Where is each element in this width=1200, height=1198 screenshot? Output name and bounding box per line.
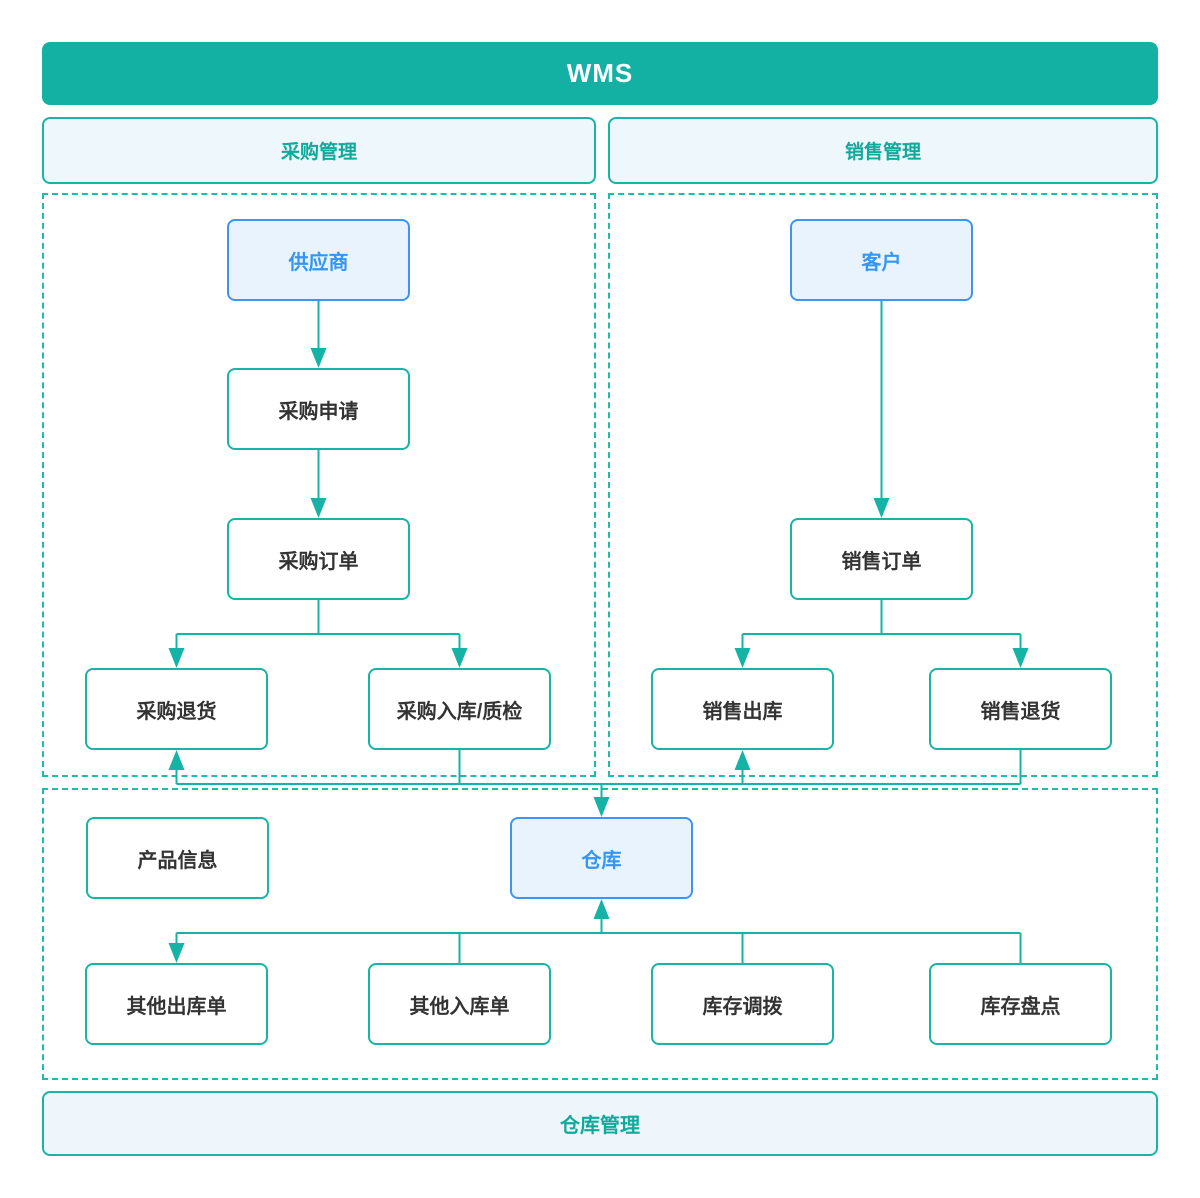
node-sales-order-label: 销售订单 <box>841 550 922 573</box>
node-purchase-inbound-qc[interactable]: 采购入库/质检 <box>368 668 551 750</box>
purchase-flow-panel <box>42 193 596 777</box>
node-other-outbound-label: 其他出库单 <box>126 995 227 1018</box>
node-purchase-request[interactable]: 采购申请 <box>227 368 410 450</box>
node-other-inbound-label: 其他入库单 <box>409 995 510 1018</box>
node-inventory-transfer[interactable]: 库存调拨 <box>651 963 834 1045</box>
warehouse-management-label: 仓库管理 <box>560 1115 640 1137</box>
node-purchase-order-label: 采购订单 <box>278 550 359 573</box>
node-sales-outbound-label: 销售出库 <box>702 700 783 723</box>
node-sales-order[interactable]: 销售订单 <box>790 518 973 600</box>
warehouse-flow-panel <box>42 788 1158 1080</box>
node-product-info-label: 产品信息 <box>137 849 218 872</box>
purchase-management-label: 采购管理 <box>280 142 357 163</box>
node-other-inbound[interactable]: 其他入库单 <box>368 963 551 1045</box>
node-purchase-order[interactable]: 采购订单 <box>227 518 410 600</box>
sales-flow-panel <box>608 193 1158 777</box>
node-customer[interactable]: 客户 <box>790 219 973 301</box>
node-sales-return[interactable]: 销售退货 <box>929 668 1112 750</box>
node-product-info[interactable]: 产品信息 <box>86 817 269 899</box>
node-supplier-label: 供应商 <box>288 251 349 274</box>
node-sales-return-label: 销售退货 <box>980 700 1061 723</box>
sales-management-header[interactable]: 销售管理 <box>608 117 1158 184</box>
node-purchase-return-label: 采购退货 <box>136 700 217 723</box>
sales-management-label: 销售管理 <box>844 142 921 163</box>
node-inventory-count-label: 库存盘点 <box>980 995 1061 1018</box>
node-warehouse[interactable]: 仓库 <box>510 817 693 899</box>
purchase-management-header[interactable]: 采购管理 <box>42 117 596 184</box>
node-sales-outbound[interactable]: 销售出库 <box>651 668 834 750</box>
wms-title-banner[interactable]: WMS <box>42 42 1158 105</box>
node-warehouse-label: 仓库 <box>581 849 622 872</box>
node-other-outbound[interactable]: 其他出库单 <box>85 963 268 1045</box>
warehouse-management-banner[interactable]: 仓库管理 <box>42 1091 1158 1156</box>
node-customer-label: 客户 <box>861 251 902 274</box>
wms-title-label: WMS <box>566 58 634 88</box>
node-inventory-transfer-label: 库存调拨 <box>702 995 783 1018</box>
node-purchase-return[interactable]: 采购退货 <box>85 668 268 750</box>
node-inventory-count[interactable]: 库存盘点 <box>929 963 1112 1045</box>
node-purchase-inbound-qc-label: 采购入库/质检 <box>396 700 523 723</box>
node-purchase-request-label: 采购申请 <box>278 400 359 423</box>
node-supplier[interactable]: 供应商 <box>227 219 410 301</box>
